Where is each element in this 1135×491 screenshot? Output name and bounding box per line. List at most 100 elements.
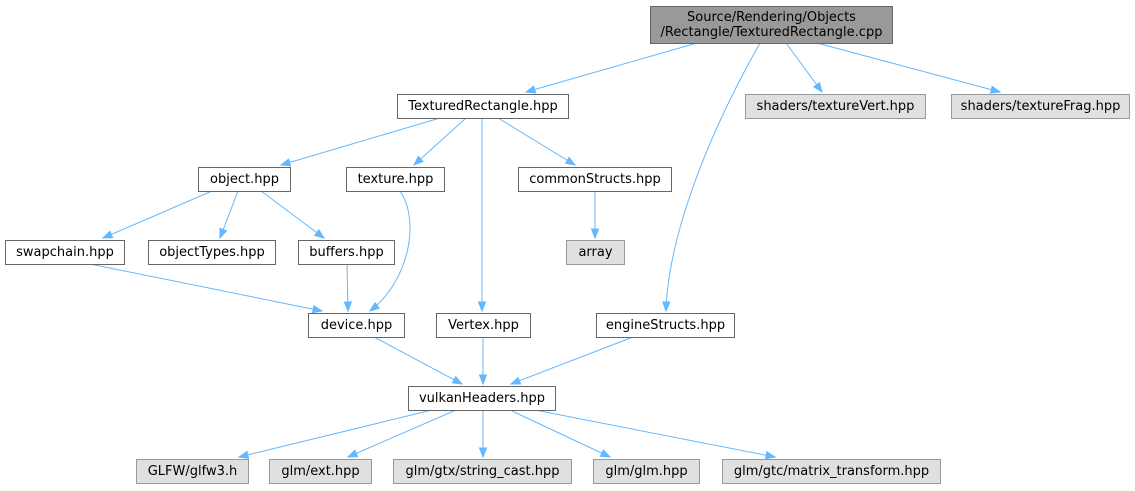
node-box	[650, 6, 893, 44]
edge-line	[816, 42, 1001, 93]
node-box	[346, 167, 445, 192]
node-box	[722, 459, 941, 484]
arrowhead	[989, 85, 1002, 94]
node-vulkan-headers-hpp[interactable]: vulkanHeaders.hpp	[408, 386, 556, 411]
node-box	[198, 167, 291, 192]
node-shaders-texture-frag[interactable]: shaders/textureFrag.hpp	[951, 94, 1130, 119]
node-label: object.hpp	[210, 172, 279, 187]
edge-line	[785, 42, 823, 93]
node-box	[148, 240, 276, 265]
edge-line	[280, 117, 441, 166]
node-label: buffers.hpp	[309, 245, 383, 260]
node-textured-rectangle-hpp[interactable]: TexturedRectangle.hpp	[397, 94, 569, 119]
edge-line	[238, 409, 433, 458]
edge-object_hpp-to-buffers_hpp	[260, 190, 326, 239]
node-box	[136, 459, 249, 484]
edge-vulkan_headers_hpp-to-glm_ext_hpp	[346, 409, 457, 458]
node-box	[298, 240, 395, 265]
arrowhead	[662, 301, 671, 313]
node-label: commonStructs.hpp	[529, 172, 660, 187]
edge-textured_rectangle_hpp-to-object_hpp	[279, 117, 441, 167]
node-buffers-hpp[interactable]: buffers.hpp	[298, 240, 395, 265]
node-glfw3-h[interactable]: GLFW/glfw3.h	[136, 459, 249, 484]
node-label: array	[578, 245, 612, 260]
arrowhead	[509, 376, 522, 385]
edge-line	[509, 409, 611, 458]
edge-line	[102, 190, 213, 239]
node-box	[5, 240, 125, 265]
arrowhead	[599, 449, 612, 458]
node-label: device.hpp	[321, 318, 393, 333]
arrowhead	[368, 301, 381, 312]
arrowhead	[313, 228, 326, 239]
node-glm-glm-hpp[interactable]: glm/glm.hpp	[593, 459, 700, 484]
edge-root-to-textured_rectangle_hpp	[524, 42, 698, 94]
edge-object_hpp-to-swapchain_hpp	[101, 190, 213, 239]
node-label: shaders/textureFrag.hpp	[961, 99, 1121, 114]
edge-vulkan_headers_hpp-to-glm_glm_hpp	[509, 409, 612, 458]
node-label: Source/Rendering/Objects	[687, 10, 856, 25]
node-box	[596, 313, 735, 338]
arrowhead	[764, 451, 777, 460]
node-label: objectTypes.hpp	[159, 245, 265, 260]
edges-layer	[89, 42, 1002, 460]
node-label: texture.hpp	[358, 172, 434, 187]
arrowhead	[812, 81, 823, 94]
edge-line	[510, 336, 634, 385]
node-box	[436, 313, 531, 338]
node-swapchain-hpp[interactable]: swapchain.hpp	[5, 240, 125, 265]
arrowhead	[478, 447, 488, 459]
edge-vulkan_headers_hpp-to-glfw3_h	[237, 409, 433, 459]
arrowhead	[311, 304, 324, 314]
node-vertex-hpp[interactable]: Vertex.hpp	[436, 313, 531, 338]
node-texture-hpp[interactable]: texture.hpp	[346, 167, 445, 192]
edge-line	[665, 42, 761, 312]
edge-object_hpp-to-object_types_hpp	[219, 190, 239, 240]
node-label: glm/glm.hpp	[605, 464, 687, 479]
node-engine-structs-hpp[interactable]: engineStructs.hpp	[596, 313, 735, 338]
edge-line	[534, 409, 776, 458]
node-box	[518, 167, 672, 192]
node-label: TexturedRectangle.hpp	[407, 99, 557, 114]
node-box	[745, 94, 926, 119]
arrowhead	[101, 230, 114, 239]
edge-line	[525, 42, 698, 93]
node-root[interactable]: Source/Rendering/Objects/Rectangle/Textu…	[650, 6, 893, 44]
edge-common_structs_hpp-to-array	[590, 191, 600, 240]
arrowhead	[590, 228, 600, 240]
arrowhead	[564, 156, 577, 166]
node-label: swapchain.hpp	[16, 245, 114, 260]
node-glm-gtc-matrix-transform-hpp[interactable]: glm/gtc/matrix_transform.hpp	[722, 459, 941, 484]
node-common-structs-hpp[interactable]: commonStructs.hpp	[518, 167, 672, 192]
node-box	[951, 94, 1130, 119]
node-label: glm/gtx/string_cast.hpp	[405, 464, 559, 479]
node-object-hpp[interactable]: object.hpp	[198, 167, 291, 192]
node-box	[308, 313, 405, 338]
edge-textured_rectangle_hpp-to-common_structs_hpp	[497, 117, 577, 166]
arrowhead	[478, 374, 488, 386]
node-box	[269, 459, 372, 484]
edge-root-to-shaders_texture_frag	[816, 42, 1002, 94]
edge-engine_structs_hpp-to-vulkan_headers_hpp	[509, 336, 634, 385]
arrowhead	[279, 158, 292, 167]
node-box	[397, 94, 569, 119]
node-object-types-hpp[interactable]: objectTypes.hpp	[148, 240, 276, 265]
arrowhead	[219, 227, 228, 240]
edge-swapchain_hpp-to-device_hpp	[89, 263, 324, 314]
node-label: Vertex.hpp	[448, 318, 519, 333]
edge-line	[369, 190, 411, 312]
edge-textured_rectangle_hpp-to-vertex_hpp	[477, 118, 487, 313]
node-device-hpp[interactable]: device.hpp	[308, 313, 405, 338]
node-array[interactable]: array	[566, 240, 625, 265]
arrowhead	[412, 155, 424, 166]
edge-vulkan_headers_hpp-to-glm_gtx_string_cast_hpp	[478, 410, 488, 459]
edge-buffers_hpp-to-device_hpp	[343, 263, 353, 313]
node-glm-ext-hpp[interactable]: glm/ext.hpp	[269, 459, 372, 484]
node-box	[593, 459, 700, 484]
node-shaders-texture-vert[interactable]: shaders/textureVert.hpp	[745, 94, 926, 119]
node-glm-gtx-string-cast-hpp[interactable]: glm/gtx/string_cast.hpp	[393, 459, 572, 484]
edge-line	[413, 117, 467, 166]
node-box	[408, 386, 556, 411]
arrowhead	[346, 449, 359, 458]
node-label: engineStructs.hpp	[606, 318, 725, 333]
